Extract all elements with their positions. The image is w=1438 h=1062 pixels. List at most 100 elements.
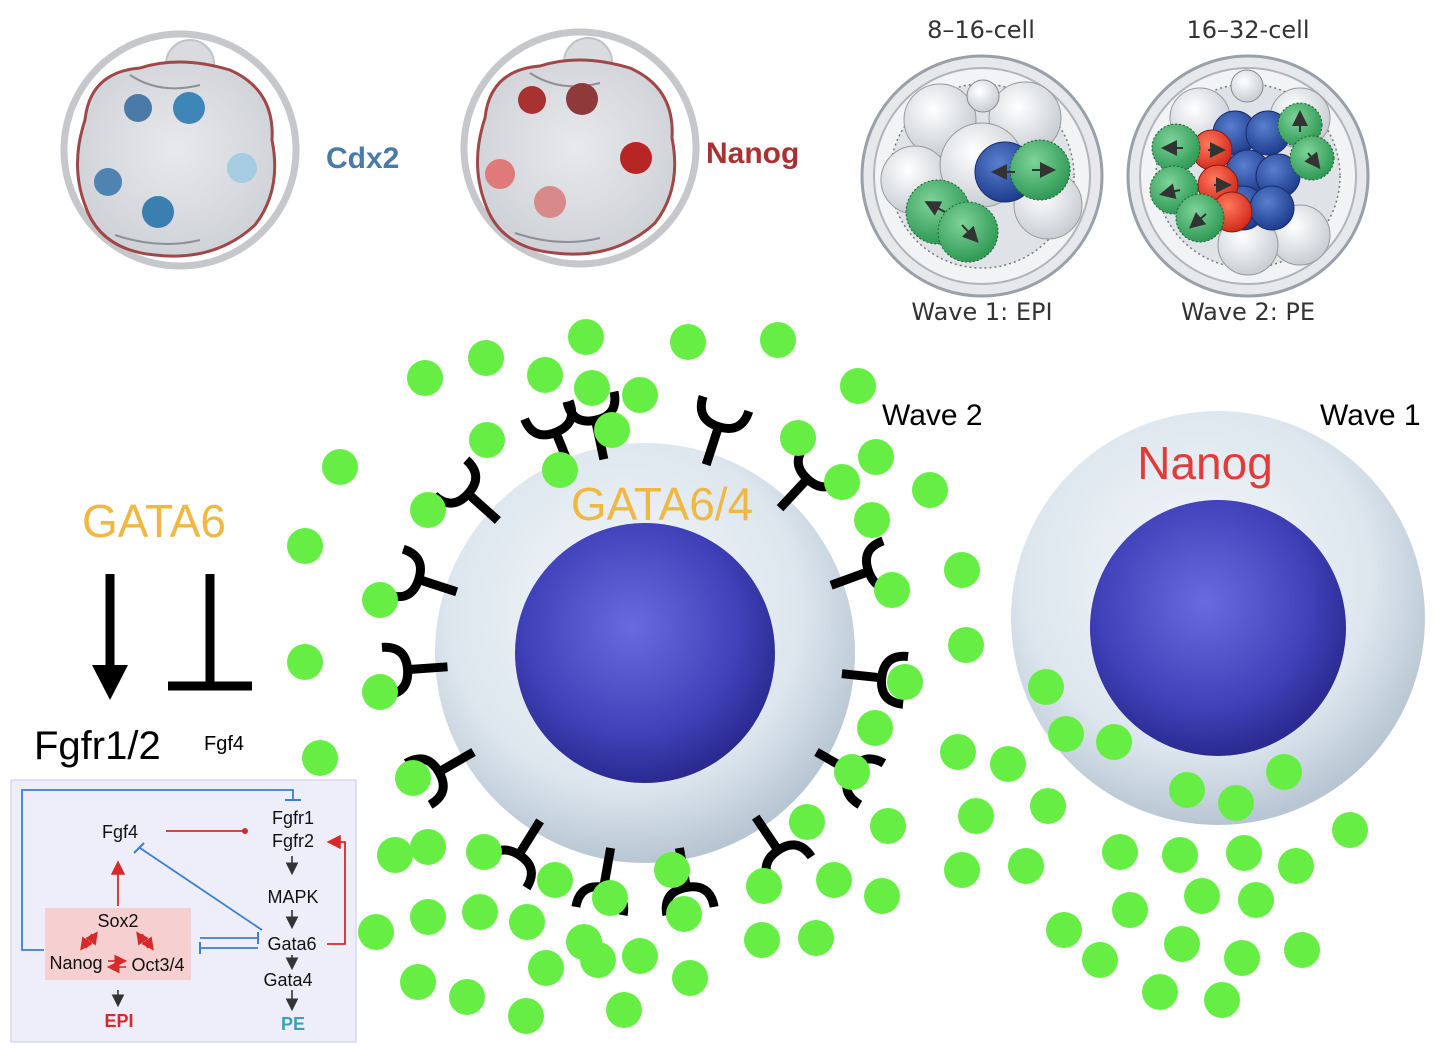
fgf4-dot-41 xyxy=(870,808,906,844)
fgf4-dot-71 xyxy=(1184,878,1220,914)
fgf4-dot-8 xyxy=(574,370,610,406)
receptor-2 xyxy=(696,395,754,467)
fgf4-dot-59 xyxy=(1278,848,1314,884)
fgf4-dot-10 xyxy=(469,422,505,458)
fgf4-dot-42 xyxy=(958,798,994,834)
label-fgfr12: Fgfr1/2 xyxy=(34,724,161,768)
fgf4-dot-3 xyxy=(760,322,796,358)
fgf4-dot-75 xyxy=(1284,932,1320,968)
fgf4-dot-65 xyxy=(622,938,658,974)
fgf4-dot-83 xyxy=(1082,942,1118,978)
fgf4-dot-1 xyxy=(568,319,604,355)
fgf4-dot-29 xyxy=(1028,669,1064,705)
net-gata6: Gata6 xyxy=(267,934,316,954)
fgf4-dot-73 xyxy=(1164,926,1200,962)
fgf4-dot-58 xyxy=(1226,835,1262,871)
receptor-14 xyxy=(431,456,501,524)
fgf4-dot-5 xyxy=(407,360,443,396)
fgf4-dot-55 xyxy=(1008,848,1044,884)
fgf4-dot-68 xyxy=(798,920,834,956)
fgf4-dot-32 xyxy=(302,740,338,776)
fgf4-dot-70 xyxy=(1112,892,1148,928)
fgf4-dot-72 xyxy=(1238,882,1274,918)
fgf4-dot-37 xyxy=(1169,772,1205,808)
fgf4-dot-15 xyxy=(542,452,578,488)
fgf4-dot-85 xyxy=(1204,982,1240,1018)
fgf4-dot-61 xyxy=(410,899,446,935)
fgf4-dot-35 xyxy=(990,746,1026,782)
fgf4-dot-21 xyxy=(944,552,980,588)
fgf4-dot-2 xyxy=(670,324,706,360)
fgf4-dot-84 xyxy=(1142,974,1178,1010)
fgf4-dot-12 xyxy=(594,412,630,448)
inhibition-bar xyxy=(168,574,252,691)
label-gata6: GATA6 xyxy=(82,495,226,547)
fgf4-dot-50 xyxy=(654,852,690,888)
fgf4-dot-53 xyxy=(864,878,900,914)
fgf4-dot-40 xyxy=(789,804,825,840)
fgf4-dot-13 xyxy=(780,420,816,456)
fgf4-dot-45 xyxy=(377,837,413,873)
embryo-wave1 xyxy=(860,54,1104,298)
fgf4-dot-81 xyxy=(508,998,544,1034)
fgf4-dot-20 xyxy=(854,502,890,538)
stage-8-16: 8–16-cell xyxy=(927,16,1035,44)
fgf4-dot-54 xyxy=(944,852,980,888)
fgf4-dot-44 xyxy=(1332,812,1368,848)
fgf4-dot-48 xyxy=(537,862,573,898)
fgf4-dot-18 xyxy=(824,464,860,500)
cell-nanog-wave1 xyxy=(1011,411,1425,825)
fgf4-dot-16 xyxy=(912,472,948,508)
net-mapk: MAPK xyxy=(267,887,318,907)
fgf4-dot-27 xyxy=(362,674,398,710)
stage-16-32: 16–32-cell xyxy=(1186,16,1309,44)
fgf4-dot-74 xyxy=(1224,940,1260,976)
embryo-cdx2 xyxy=(60,30,300,270)
net-fgfr2: Fgfr2 xyxy=(272,831,314,851)
fgf4-dot-82 xyxy=(606,992,642,1028)
fgf4-dot-36 xyxy=(834,754,870,790)
fgf4-dot-9 xyxy=(840,368,876,404)
net-oct34: Oct3/4 xyxy=(131,955,184,975)
fgf4-dot-26 xyxy=(887,664,923,700)
fgf4-dot-56 xyxy=(1102,834,1138,870)
receptor-13 xyxy=(387,544,459,602)
label-wave2: Wave 2 xyxy=(882,399,983,432)
fgf4-dot-19 xyxy=(287,528,323,564)
net-fgf4: Fgf4 xyxy=(102,822,138,842)
fgf4-ligands xyxy=(287,319,1368,1034)
label-nanog-main: Nanog xyxy=(1137,437,1273,489)
fgf4-dot-76 xyxy=(400,964,436,1000)
fgf4-dot-23 xyxy=(874,572,910,608)
fgf4-dot-60 xyxy=(358,914,394,950)
fgf4-dot-67 xyxy=(744,922,780,958)
network-inset xyxy=(10,779,357,1043)
label-gata64: GATA6/4 xyxy=(571,478,753,530)
embryo-wave2 xyxy=(1126,54,1370,298)
label-wave1: Wave 1 xyxy=(1320,399,1421,432)
fgf4-dot-66 xyxy=(666,896,702,932)
receptor-11 xyxy=(403,748,476,809)
fgf4-dot-30 xyxy=(1048,716,1084,752)
label-nanog-top: Nanog xyxy=(706,137,799,170)
fgf4-dot-49 xyxy=(592,880,628,916)
embryo-nanog xyxy=(460,28,700,268)
fgf4-dot-39 xyxy=(1266,754,1302,790)
fgf4-dot-52 xyxy=(816,862,852,898)
activation-arrow xyxy=(92,574,128,700)
label-fgf4-small: Fgf4 xyxy=(204,733,244,755)
fgf4-dot-51 xyxy=(746,868,782,904)
fgf4-dot-17 xyxy=(410,492,446,528)
fgf4-dot-4 xyxy=(468,340,504,376)
net-epi: EPI xyxy=(104,1011,133,1031)
fgf4-dot-34 xyxy=(940,734,976,770)
fgf4-dot-24 xyxy=(287,644,323,680)
net-gata4: Gata4 xyxy=(263,970,312,990)
fgf4-dot-43 xyxy=(1030,788,1066,824)
fgf4-dot-63 xyxy=(509,904,545,940)
fgf4-dot-79 xyxy=(580,942,616,978)
fgf4-dot-57 xyxy=(1162,837,1198,873)
fgf4-dot-78 xyxy=(528,950,564,986)
